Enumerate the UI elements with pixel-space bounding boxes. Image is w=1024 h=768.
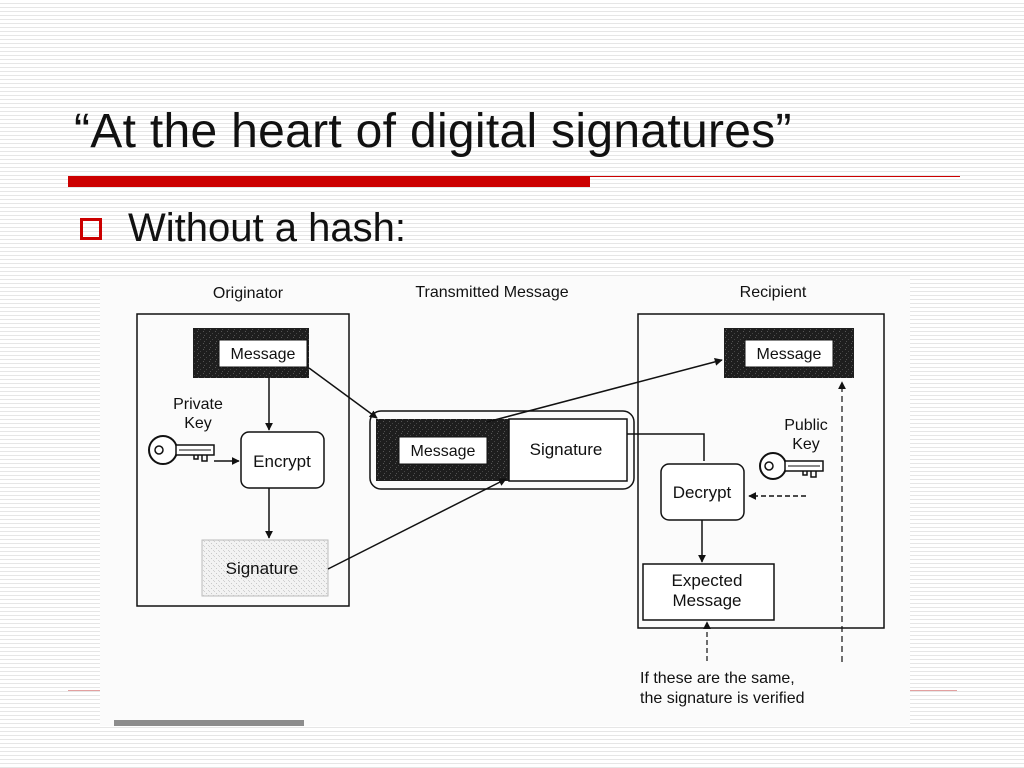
transmitted-container — [369, 410, 635, 490]
originator-signature-box — [201, 539, 329, 597]
recipient-title: Recipient — [740, 284, 807, 301]
encrypt-box — [240, 431, 325, 489]
transmitted-signature-box — [508, 418, 628, 482]
transmitted-message: Message — [411, 443, 476, 460]
public-key-label-2: Key — [792, 436, 820, 453]
title-underline-thin — [590, 176, 960, 177]
footer-rule-left — [68, 690, 108, 691]
public-key-label-1: Public — [784, 417, 828, 434]
encrypt-label: Encrypt — [253, 452, 311, 471]
expected-label-1: Expected — [672, 571, 743, 590]
cropped-caption-fragment — [114, 720, 304, 726]
originator-title: Originator — [213, 285, 284, 302]
footer-rule-right — [905, 690, 957, 691]
title-underline-thick — [68, 176, 590, 187]
expected-message-box — [642, 563, 775, 621]
decrypt-label: Decrypt — [673, 483, 732, 502]
recipient-message: Message — [757, 346, 822, 363]
verification-note-1: If these are the same, — [640, 670, 795, 687]
slide-title: “At the heart of digital signatures” — [74, 105, 792, 158]
expected-label-2: Message — [673, 591, 742, 610]
transmitted-title: Transmitted Message — [415, 284, 568, 301]
signature-diagram: Originator Transmitted Message Recipient… — [100, 276, 910, 726]
originator-signature: Signature — [226, 559, 299, 578]
originator-message: Message — [231, 346, 296, 363]
recipient-panel — [637, 313, 885, 629]
bullet-square-icon — [80, 218, 102, 240]
public-key-icon — [759, 452, 824, 480]
private-key-icon — [148, 435, 215, 465]
bullet-text: Without a hash: — [128, 206, 406, 250]
transmitted-signature: Signature — [530, 440, 603, 459]
private-key-label-2: Key — [184, 415, 212, 432]
private-key-label-1: Private — [173, 396, 223, 413]
originator-panel — [136, 313, 350, 607]
verification-note-2: the signature is verified — [640, 690, 805, 707]
